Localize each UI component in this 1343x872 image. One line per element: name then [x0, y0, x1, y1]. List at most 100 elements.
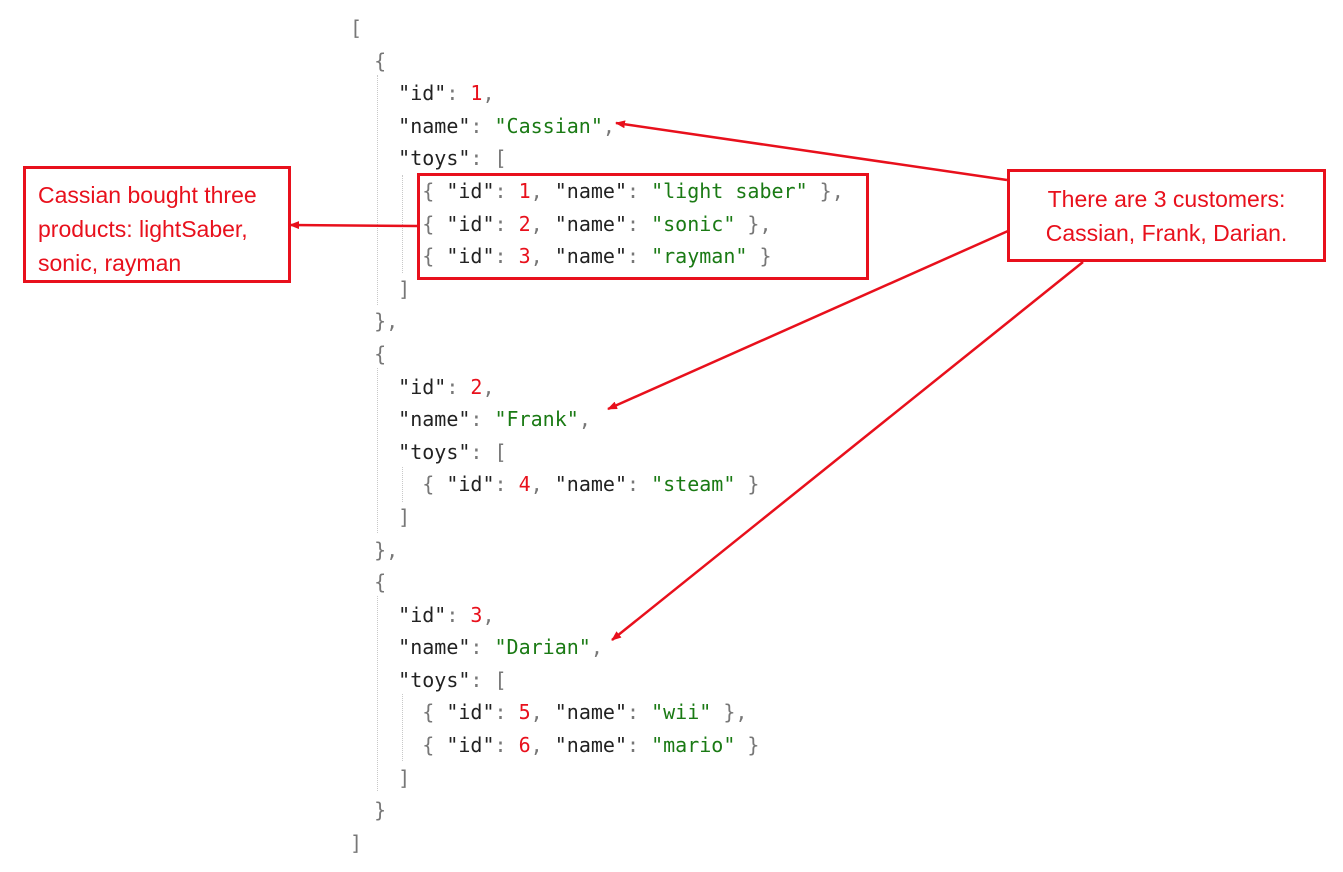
code-token: , [530, 244, 555, 269]
code-token: : [ [470, 439, 507, 464]
code-token: } [735, 472, 760, 497]
code-token: { [350, 341, 387, 366]
code-token: : [626, 472, 652, 497]
code-token: }, [711, 700, 748, 725]
code-token: : [626, 700, 652, 725]
code-line: }, [350, 534, 844, 567]
code-line: { "id": 6, "name": "mario" } [350, 729, 844, 762]
code-token: ] [350, 276, 411, 301]
code-token: : [ [470, 146, 507, 171]
code-token: "name" [554, 733, 627, 758]
code-line: "name": "Cassian", [350, 110, 844, 143]
code-line: } [350, 794, 844, 827]
code-token: , [530, 700, 555, 725]
code-token: "Frank" [494, 407, 579, 432]
json-code-block: [ { "id": 1, "name": "Cassian", "toys": … [350, 12, 844, 859]
code-token: "toys" [350, 667, 471, 692]
code-line: { [350, 45, 844, 78]
code-token: 2 [518, 211, 531, 236]
code-token: "steam" [651, 472, 736, 497]
code-line: { [350, 338, 844, 371]
code-token: "mario" [651, 733, 736, 758]
code-line: { "id": 4, "name": "steam" } [350, 468, 844, 501]
code-token: "id" [446, 211, 495, 236]
code-token: 3 [518, 244, 531, 269]
code-token: : [446, 81, 471, 106]
code-token: : [626, 211, 652, 236]
code-token: , [482, 81, 495, 106]
code-token: }, [350, 537, 399, 562]
code-line: ] [350, 762, 844, 795]
code-line: { [350, 566, 844, 599]
code-line: { "id": 5, "name": "wii" }, [350, 696, 844, 729]
code-token: 6 [518, 733, 531, 758]
code-token: , [578, 407, 591, 432]
code-token: "id" [446, 700, 495, 725]
code-token: { [350, 178, 447, 203]
code-token: "id" [350, 374, 447, 399]
code-line: "toys": [ [350, 436, 844, 469]
code-token: "name" [350, 635, 471, 660]
code-token: : [446, 602, 471, 627]
code-line: ] [350, 273, 844, 306]
code-line: }, [350, 305, 844, 338]
cassian-toys-highlight-box [417, 173, 869, 280]
code-token: "id" [350, 81, 447, 106]
code-token: , [482, 374, 495, 399]
code-line: "toys": [ [350, 664, 844, 697]
code-token: "toys" [350, 439, 471, 464]
code-token: ] [350, 765, 411, 790]
code-token: { [350, 733, 447, 758]
code-token: "wii" [651, 700, 712, 725]
code-token: , [530, 472, 555, 497]
indent-guide [377, 368, 378, 533]
code-token: , [482, 602, 495, 627]
code-token: : [470, 407, 495, 432]
code-token: ] [350, 830, 363, 855]
code-token: "id" [350, 602, 447, 627]
code-line: "name": "Darian", [350, 631, 844, 664]
code-token: 1 [470, 81, 483, 106]
code-token: }, [807, 178, 844, 203]
code-token: "id" [446, 472, 495, 497]
code-token: "id" [446, 733, 495, 758]
code-token: : [ [470, 667, 507, 692]
code-token: : [626, 733, 652, 758]
code-token: "name" [554, 472, 627, 497]
code-token: : [494, 700, 519, 725]
code-line: "id": 3, [350, 599, 844, 632]
code-token: "Darian" [494, 635, 591, 660]
code-token: { [350, 700, 447, 725]
code-token: { [350, 211, 447, 236]
code-token: }, [350, 309, 399, 334]
code-token: : [494, 244, 519, 269]
code-token: { [350, 48, 387, 73]
code-token: : [470, 113, 495, 138]
code-token: 3 [470, 602, 483, 627]
code-token: 4 [518, 472, 531, 497]
code-token: , [530, 733, 555, 758]
code-token: 1 [518, 178, 531, 203]
code-token: , [602, 113, 615, 138]
code-token: [ [350, 16, 363, 40]
code-token: "name" [554, 700, 627, 725]
code-token: , [530, 178, 555, 203]
code-line: "id": 2, [350, 371, 844, 404]
code-token: "id" [446, 244, 495, 269]
code-token: "Cassian" [494, 113, 603, 138]
code-token: { [350, 244, 447, 269]
code-line: { "id": 1, "name": "light saber" }, [350, 175, 844, 208]
indent-guide [402, 467, 403, 502]
code-token: 2 [470, 374, 483, 399]
customers-count-callout: There are 3 customers: Cassian, Frank, D… [1007, 169, 1326, 262]
indent-guide [377, 596, 378, 791]
code-token: } [350, 798, 387, 823]
code-token: { [350, 570, 387, 595]
code-token: "id" [446, 178, 495, 203]
code-token: : [446, 374, 471, 399]
code-line: "id": 1, [350, 77, 844, 110]
code-line: ] [350, 501, 844, 534]
code-token: : [494, 733, 519, 758]
code-token: : [626, 178, 652, 203]
code-token: ] [350, 504, 411, 529]
